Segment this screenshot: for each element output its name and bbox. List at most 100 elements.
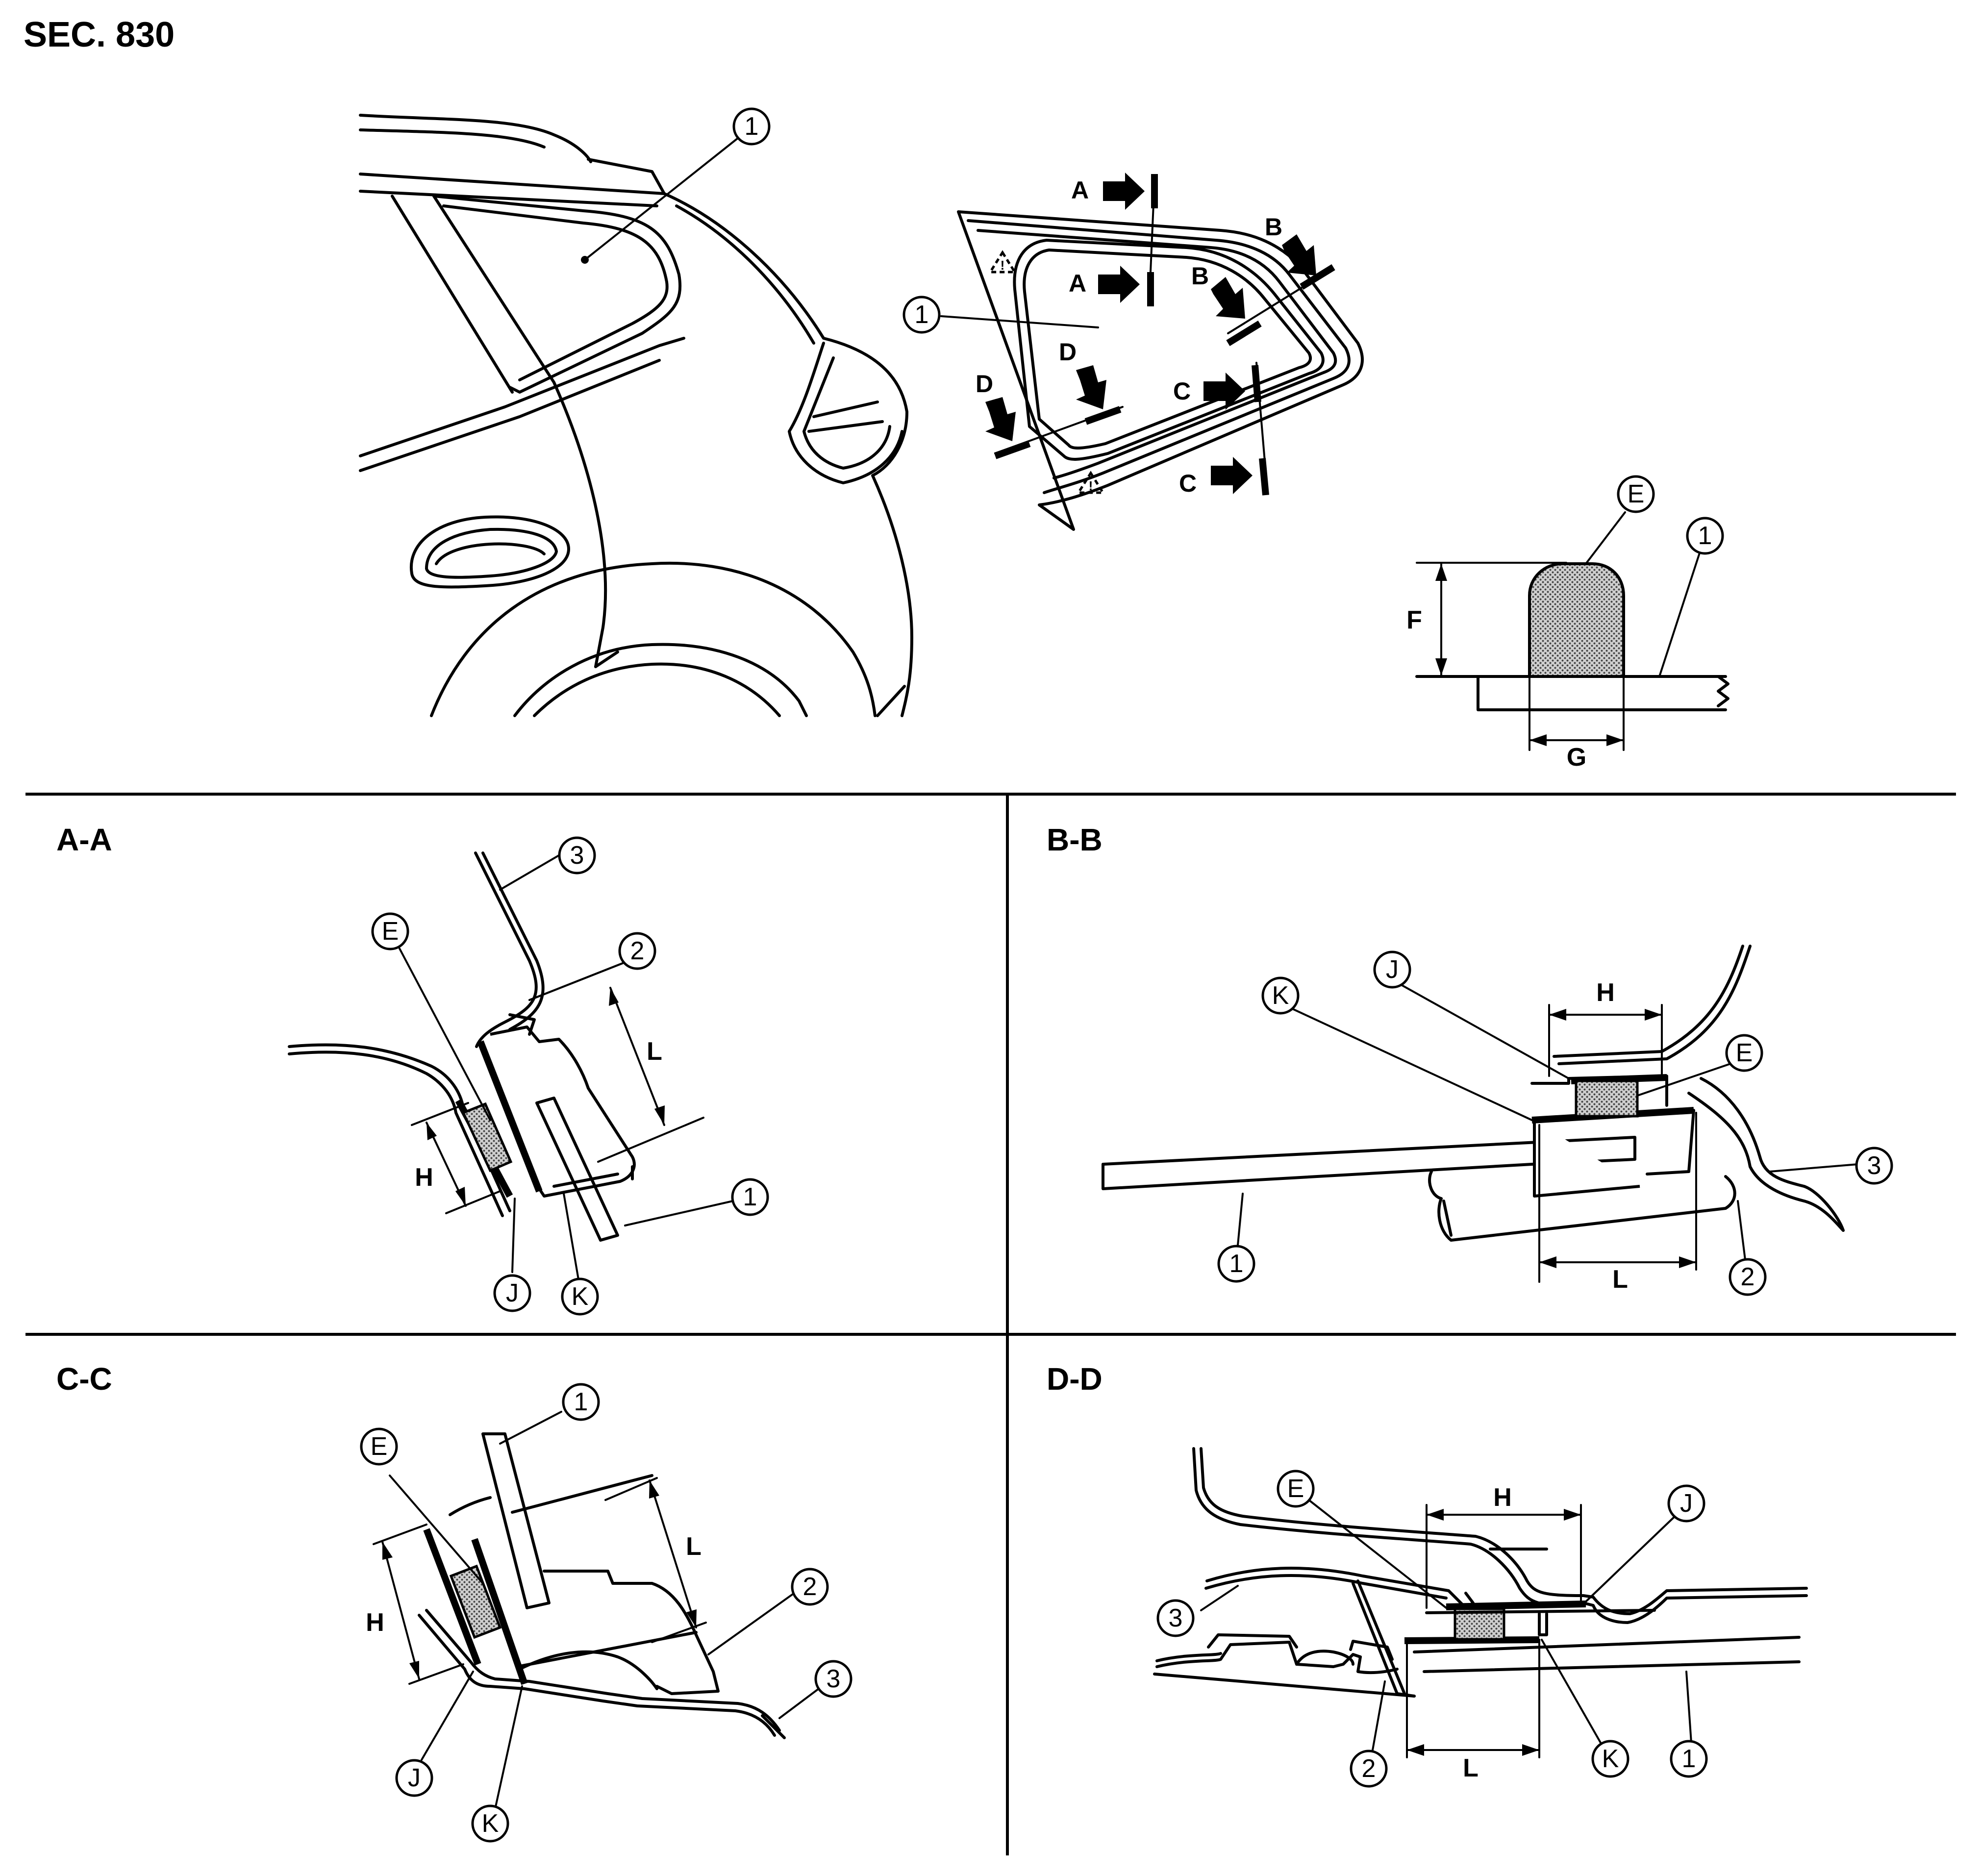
quarter-glass-view: ! ! A A B B C C D D [940,173,1364,531]
callout-part-3-c: 3 [814,1660,852,1698]
svg-text:1: 1 [574,1388,588,1416]
callout-j-b: J [1373,951,1411,989]
svg-text:1: 1 [745,112,759,141]
svg-text:3: 3 [827,1665,841,1693]
svg-text:3: 3 [1867,1151,1881,1180]
dimension-h-c: H [366,1608,384,1637]
dimension-h-a: H [415,1163,433,1192]
panel-frame [25,793,1956,1855]
adhesive-section-a [461,1102,513,1173]
callout-part-2-b: 2 [1729,1258,1767,1296]
label-c-upper: C [1173,377,1191,405]
callout-k-b: K [1261,976,1300,1015]
callout-part-3-d: 3 [1156,1599,1195,1637]
callout-part-2-a: 2 [618,932,656,970]
svg-text:1: 1 [915,300,929,329]
callout-e-d: E [1277,1470,1315,1508]
section-title-a-a: A-A [56,822,112,857]
label-c-lower: C [1179,470,1197,497]
dimension-h-b: H [1596,978,1615,1007]
svg-text:E: E [382,917,399,946]
svg-text:2: 2 [803,1573,817,1601]
section-arrow-c-upper [1203,373,1245,410]
callout-j-c: J [395,1759,433,1797]
section-title: SEC. 830 [24,15,175,54]
callout-part-2-c: 2 [791,1568,829,1606]
dimension-f: F [1406,606,1422,634]
svg-text:K: K [572,1282,589,1311]
adhesive-section-d [1454,1607,1505,1641]
svg-text:J: J [1386,955,1399,984]
svg-text:1: 1 [1229,1250,1244,1278]
label-a-upper: A [1071,176,1089,204]
dimension-g: G [1567,743,1586,772]
svg-text:K: K [1272,981,1289,1010]
svg-text:2: 2 [630,937,645,965]
callout-part-3-a: 3 [558,836,596,875]
svg-text:3: 3 [1169,1604,1183,1632]
svg-text:E: E [1628,480,1645,508]
callout-part-1-c: 1 [562,1383,600,1421]
callout-e-bead: E [1617,475,1655,513]
svg-text:3: 3 [570,841,584,870]
svg-text:K: K [1602,1745,1619,1773]
svg-text:E: E [371,1432,388,1461]
callout-k-c: K [471,1804,509,1843]
section-title-d-d: D-D [1047,1361,1103,1397]
svg-text:!: ! [1089,478,1093,493]
callout-e-c: E [360,1427,398,1466]
callout-e-a: E [371,912,409,951]
adhesive-bead [1528,562,1625,678]
svg-text:E: E [1287,1475,1304,1503]
section-title-c-c: C-C [56,1361,112,1397]
section-c-c-drawing: H L [366,1411,820,1810]
callout-part-1-vehicle: 1 [732,107,771,146]
callout-part-1-d: 1 [1670,1740,1708,1778]
section-arrow-a-lower [1098,266,1140,303]
section-d-d-drawing: H L [1153,1447,1808,1782]
dimension-l-d: L [1463,1754,1479,1782]
svg-text:1: 1 [1698,522,1712,550]
callout-j-a: J [493,1274,531,1312]
label-d-lower: D [976,370,993,398]
dimension-h-d: H [1493,1483,1512,1512]
svg-text:1: 1 [1682,1745,1696,1773]
callout-e-b: E [1725,1034,1763,1072]
svg-text:J: J [506,1279,519,1307]
svg-text:J: J [1680,1489,1693,1518]
callout-j-d: J [1667,1484,1705,1523]
callout-part-2-d: 2 [1350,1750,1388,1788]
callout-part-1-a: 1 [731,1178,769,1216]
label-b-upper: B [1265,213,1282,241]
adhesive-section-b [1575,1079,1639,1118]
svg-text:2: 2 [1741,1263,1755,1291]
svg-text:1: 1 [743,1183,757,1211]
section-a-a-drawing: L H [288,851,734,1280]
label-b-lower: B [1191,262,1209,290]
svg-text:!: ! [1001,258,1005,273]
svg-text:K: K [482,1809,499,1838]
callout-k-d: K [1591,1740,1629,1778]
vehicle-rear-side-illustration [359,114,913,717]
section-arrow-b-lower [1211,277,1245,319]
svg-text:2: 2 [1362,1754,1376,1783]
section-title-b-b: B-B [1047,822,1103,857]
section-b-b-drawing: H L [1102,945,1859,1294]
label-a-lower: A [1069,270,1086,297]
callout-part-3-b: 3 [1855,1147,1893,1185]
section-arrow-d-lower [985,397,1016,441]
dimension-l-c: L [686,1532,702,1561]
svg-text:E: E [1736,1039,1753,1067]
callout-part-1-bead: 1 [1686,517,1724,555]
section-arrow-b-upper [1282,234,1316,275]
label-d-upper: D [1059,338,1077,366]
callout-k-a: K [561,1277,599,1316]
triangle-marker-lower [1076,471,1105,494]
callout-part-1-glass: 1 [902,296,941,334]
adhesive-section-c [449,1564,502,1639]
dimension-l-b: L [1612,1265,1628,1294]
dimension-l-a: L [647,1037,662,1066]
triangle-marker-upper [988,250,1017,274]
svg-text:J: J [408,1764,421,1792]
